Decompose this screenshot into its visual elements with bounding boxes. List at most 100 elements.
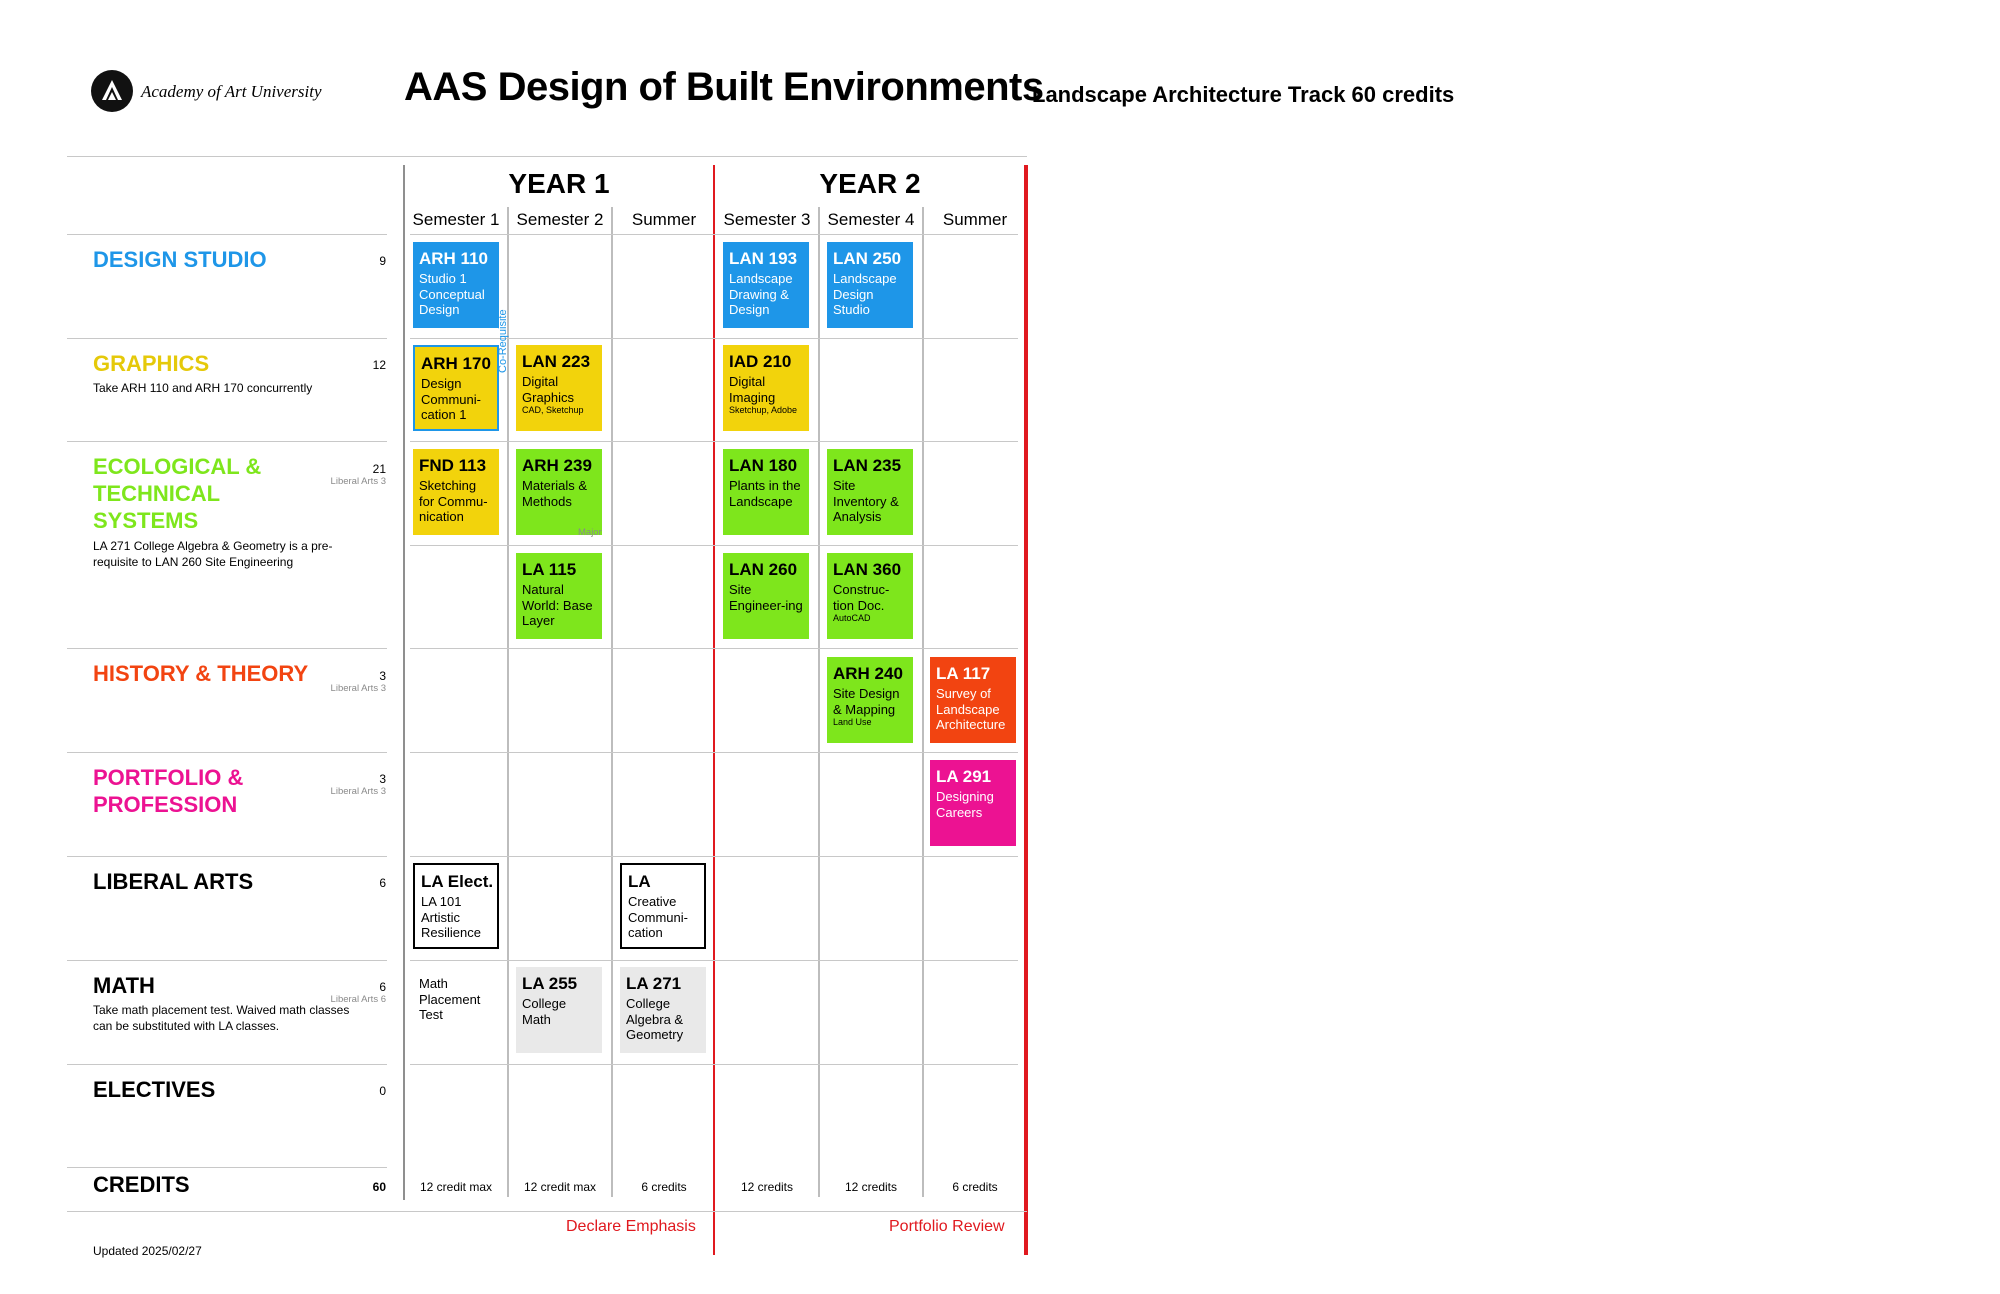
course-card[interactable]: LA 255 College Math — [516, 967, 602, 1053]
course-card[interactable]: Math Placement Test — [413, 967, 499, 1053]
course-code: ARH 170 — [421, 354, 491, 373]
course-name: Digital Imaging — [729, 374, 776, 405]
course-card[interactable]: ARH 110 Studio 1 Conceptual Design — [413, 242, 499, 328]
category-credits: 21 — [372, 462, 386, 476]
course-card[interactable]: LA Elect. LA 101 Artistic Resilience — [413, 863, 499, 949]
course-code: IAD 210 — [729, 352, 792, 371]
course-name: Design Communi-cation 1 — [421, 376, 481, 422]
course-name: Natural World: Base Layer — [522, 582, 593, 628]
row-divider — [410, 752, 1018, 753]
row-divider — [410, 648, 1018, 649]
course-code: LAN 223 — [522, 352, 591, 371]
category-note: Take ARH 110 and ARH 170 concurrently — [93, 381, 313, 395]
category-history-theory: HISTORY & THEORY — [93, 661, 309, 686]
row-divider — [67, 960, 387, 961]
course-card[interactable]: LA 115 Natural World: Base Layer — [516, 553, 602, 639]
page-title: AAS Design of Built Environments — [404, 65, 1044, 109]
course-card[interactable]: IAD 210 Digital Imaging Sketchup, Adobe — [723, 345, 809, 431]
course-name: Site Design & Mapping — [833, 686, 900, 717]
course-software: AutoCAD — [833, 613, 871, 623]
course-code: LA 291 — [936, 767, 992, 786]
column-divider — [507, 207, 509, 1197]
course-code: LA 255 — [522, 974, 578, 993]
bottom-divider — [67, 1211, 1027, 1212]
course-card[interactable]: LAN 180 Plants in the Landscape — [723, 449, 809, 535]
row-divider — [410, 338, 1018, 339]
category-graphics: GRAPHICS — [93, 351, 210, 376]
row-divider — [67, 856, 387, 857]
row-divider — [67, 441, 387, 442]
category-credits: 6 — [379, 980, 386, 994]
row-divider — [410, 545, 1018, 546]
course-card[interactable]: LA Creative Communi-cation — [620, 863, 706, 949]
credits-total: 60 — [372, 1180, 386, 1194]
column-divider — [611, 207, 613, 1197]
course-code: ARH 239 — [522, 456, 592, 475]
column-divider — [403, 165, 405, 1200]
term-header: Summer — [942, 210, 1008, 229]
column-divider — [922, 207, 924, 1197]
course-name: College Algebra & Geometry — [626, 996, 684, 1042]
course-card[interactable]: FND 113 Sketching for Commu-nication — [413, 449, 499, 535]
year-divider-line — [713, 165, 715, 1255]
course-code: ARH 240 — [833, 664, 903, 683]
category-credits: 0 — [379, 1084, 386, 1098]
course-code: LA — [628, 872, 651, 891]
credits-label: CREDITS — [93, 1172, 190, 1197]
course-focus: Land Use — [833, 717, 872, 727]
course-card[interactable]: ARH 239 Materials & Methods — [516, 449, 602, 535]
course-card[interactable]: LAN 360 Construc-tion Doc. AutoCAD — [827, 553, 913, 639]
term-credits: 6 credits — [952, 1180, 998, 1194]
course-card[interactable]: LA 271 College Algebra & Geometry — [620, 967, 706, 1053]
course-card[interactable]: ARH 240 Site Design & Mapping Land Use — [827, 657, 913, 743]
row-divider — [67, 234, 387, 235]
course-card[interactable]: LA 291 Designing Careers — [930, 760, 1016, 846]
category-portfolio-profession: PORTFOLIO & PROFESSION — [93, 765, 244, 817]
course-card[interactable]: LAN 223 Digital Graphics CAD, Sketchup — [516, 345, 602, 431]
course-name: Site Engineer-ing — [729, 582, 803, 613]
updated-date: Updated 2025/02/27 — [93, 1244, 202, 1258]
category-credits: 12 — [372, 358, 386, 372]
university-logo-icon — [91, 70, 133, 112]
term-credits: 12 credits — [844, 1180, 898, 1194]
course-card[interactable]: LAN 260 Site Engineer-ing — [723, 553, 809, 639]
course-card[interactable]: LA 117 Survey of Landscape Architecture — [930, 657, 1016, 743]
course-name: Plants in the Landscape — [729, 478, 801, 509]
course-software: CAD, Sketchup — [522, 405, 584, 415]
term-credits: 12 credit max — [419, 1180, 493, 1194]
category-note: Take math placement test. Waived math cl… — [93, 1003, 350, 1033]
corequisite-label: Co-Requisite — [497, 309, 509, 373]
row-divider — [410, 441, 1018, 442]
row-divider — [67, 752, 387, 753]
course-name: Creative Communi-cation — [628, 894, 688, 940]
course-name: College Math — [522, 996, 567, 1027]
course-card[interactable]: ARH 170 Design Communi-cation 1 — [413, 345, 499, 431]
category-sub-credits: Liberal Arts 3 — [330, 476, 386, 487]
course-name: Landscape Design Studio — [833, 271, 897, 317]
header-divider — [67, 156, 1027, 157]
course-code: LAN 193 — [729, 249, 798, 268]
course-code: ARH 110 — [419, 249, 488, 268]
category-note: LA 271 College Algebra & Geometry is a p… — [93, 539, 333, 569]
course-name: Sketching for Commu-nication — [419, 478, 488, 524]
course-card[interactable]: LAN 250 Landscape Design Studio — [827, 242, 913, 328]
course-name: Digital Graphics — [522, 374, 575, 405]
course-name: LA 101 Artistic Resilience — [421, 894, 481, 940]
course-code: LAN 235 — [833, 456, 902, 475]
milestone-portfolio-review: Portfolio Review — [889, 1218, 1005, 1235]
course-name: Survey of Landscape Architecture — [936, 686, 1006, 732]
course-code: LA 115 — [522, 560, 577, 579]
course-code: LA Elect. — [421, 872, 494, 891]
milestone-declare-emphasis: Declare Emphasis — [566, 1218, 696, 1235]
course-name: Landscape Drawing & Design — [729, 271, 793, 317]
term-header: Semester 1 — [412, 210, 500, 229]
row-divider — [67, 1064, 387, 1065]
row-divider — [67, 338, 387, 339]
course-code: LA 271 — [626, 974, 682, 993]
row-divider — [410, 960, 1018, 961]
course-code: LAN 180 — [729, 456, 798, 475]
course-card[interactable]: LAN 193 Landscape Drawing & Design — [723, 242, 809, 328]
category-sub-credits: Liberal Arts 6 — [330, 994, 386, 1005]
course-card[interactable]: LAN 235 Site Inventory & Analysis — [827, 449, 913, 535]
row-divider — [67, 1167, 387, 1168]
